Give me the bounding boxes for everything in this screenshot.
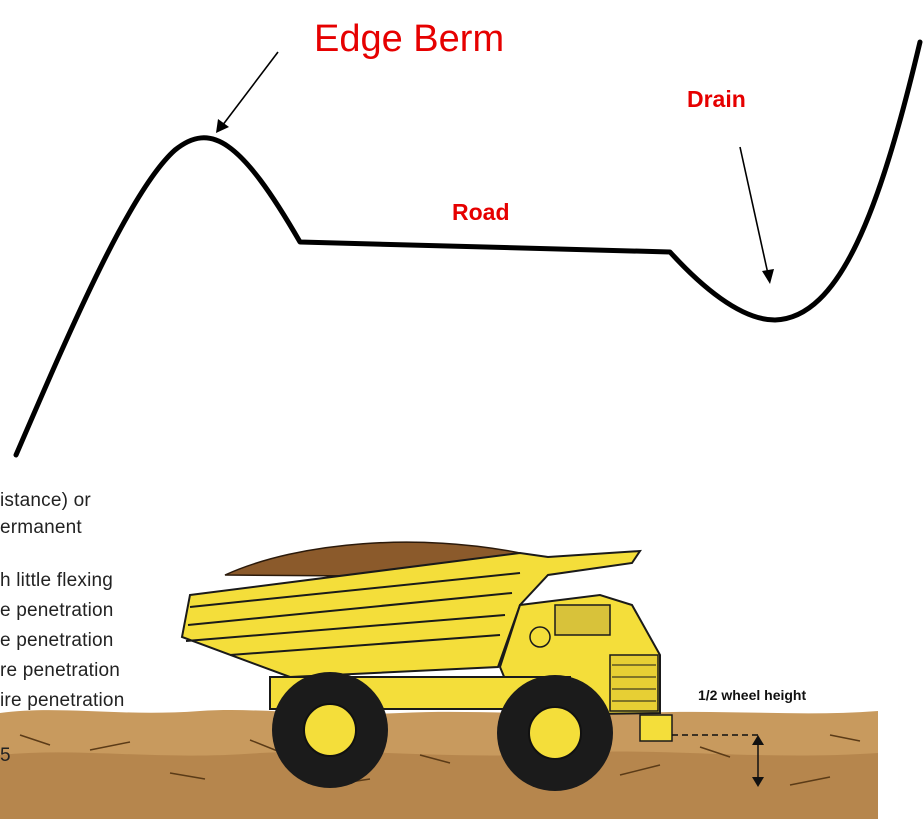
drain-arrow bbox=[739, 146, 774, 284]
dump-body bbox=[180, 549, 642, 679]
road-label: Road bbox=[452, 199, 510, 225]
edge-berm-label: Edge Berm bbox=[314, 18, 505, 60]
dirt-ground bbox=[0, 710, 878, 819]
front-wheel bbox=[497, 675, 613, 791]
rear-wheel bbox=[272, 672, 388, 788]
wheel-height-marker bbox=[672, 734, 764, 787]
side-text-line-2: ermanent bbox=[0, 517, 82, 538]
wheel-height-label: 1/2 wheel height bbox=[698, 687, 807, 703]
side-text-line-8: 5 bbox=[0, 745, 11, 766]
terrain-profile-line bbox=[13, 39, 923, 458]
side-text-line-6: re penetration bbox=[0, 660, 121, 681]
side-text-line-1: istance) or bbox=[0, 490, 91, 511]
drain-label: Drain bbox=[687, 86, 746, 112]
side-text-line-5: e penetration bbox=[0, 630, 114, 651]
road-cross-section-diagram bbox=[13, 39, 923, 458]
side-text-line-7: ire penetration bbox=[0, 690, 125, 711]
berm-arrow bbox=[216, 51, 279, 133]
side-text-line-3: h little flexing bbox=[0, 570, 114, 591]
haul-truck-illustration bbox=[0, 541, 878, 819]
side-text-line-4: e penetration bbox=[0, 600, 114, 621]
